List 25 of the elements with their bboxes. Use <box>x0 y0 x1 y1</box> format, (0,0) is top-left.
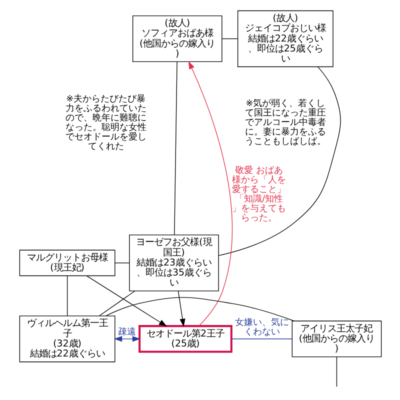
connector <box>230 338 292 340</box>
arrow <box>86 276 166 327</box>
node-box: (故人) ソフィアおばあ様 (他国からの嫁入り) <box>132 15 222 62</box>
connector <box>114 262 130 264</box>
arrow <box>114 336 140 342</box>
connector <box>221 38 238 40</box>
edge-label: 女嫌い、気にくわない <box>234 318 288 338</box>
node-box: アイリス王太子妃 (他国からの嫁入り) <box>291 320 382 358</box>
arrow <box>177 290 185 327</box>
connector <box>105 297 294 322</box>
node-box: セオドール第2王子 (25歳) <box>138 325 232 353</box>
edge-label: 疎遠 <box>118 327 136 338</box>
node-box: マルグリットお母様 (現王妃) <box>18 250 115 276</box>
arrow <box>188 60 232 326</box>
connector <box>218 66 340 256</box>
connector <box>336 356 337 387</box>
edge-label: 敬愛 おばあ様から「人を愛すること」「知識/知性」を与えてもらった。 <box>232 166 286 224</box>
node-box: ヨーゼフお父様(現国王) 結婚は23歳ぐらい、即位は35歳ぐらい <box>128 234 218 292</box>
label: ※気が弱く、若くして国王になった重圧でアルコール中毒者に。妻に暴力をふるうこともしばしば。 <box>244 99 326 148</box>
connector <box>174 61 177 236</box>
label: ※夫からたびたび暴力をふるわれていたので、晩年に難聴になった。聡明な女性でセオドールを愛してくれた <box>64 94 146 152</box>
connector <box>98 290 135 316</box>
node-box: ヴィルヘルム第一王子 (32歳) 結婚は22歳ぐらい <box>18 316 115 362</box>
connector <box>66 276 68 316</box>
node-box: (故人) ジェイコブおじい様 結婚は22歳ぐらい、即位は25歳ぐらい <box>236 10 333 68</box>
